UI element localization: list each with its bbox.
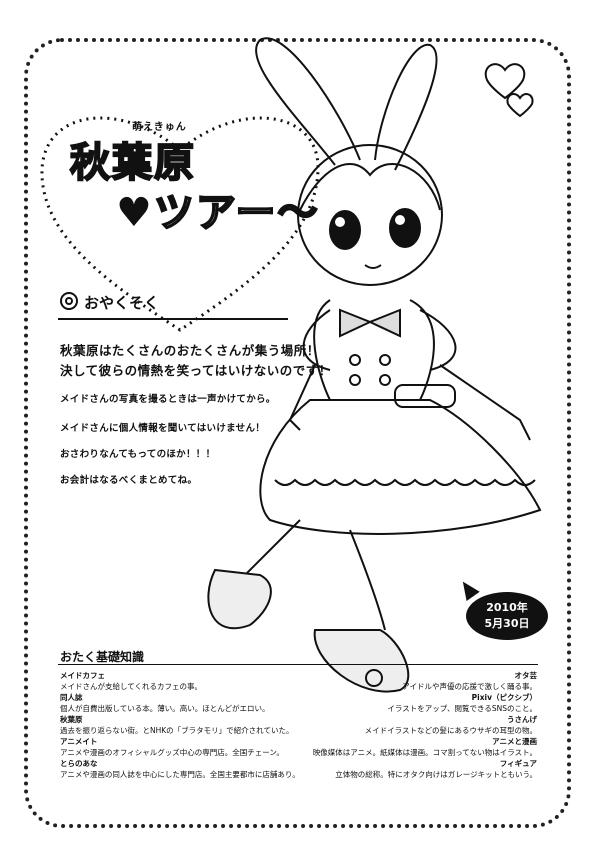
glossary-term: 同人誌 [60,693,83,702]
glossary-desc: メイドイラストなどの髪にあるウサギの耳型の物。 [364,726,537,735]
small-heart-icon [484,63,526,100]
skirt [259,399,542,535]
promise-line: メイドさんの写真を撮るときは一声かけてから。 [60,394,276,405]
glossary-term: アニメイト [60,737,98,746]
spiral-icon [60,292,78,310]
eye-right [389,208,421,248]
glossary-term: Pixiv（ピクシブ） [471,693,537,702]
glossary-item: Pixiv（ピクシブ） イラストをアップ、閲覧できるSNSのこと。 [387,692,537,714]
promise-heading: おやくそく [60,292,159,313]
promise-line: メイドさんに個人情報を聞いてはいけません！ [60,423,266,434]
sleeve-right [419,309,457,371]
date-badge: 2010年 5月30日 [466,592,548,640]
hair-fringe [299,163,441,211]
glossary-desc: メイドさんが支給してくれるカフェの事。 [60,682,203,691]
mouth [364,264,382,269]
glossary-item: うさんげ メイドイラストなどの髪にあるウサギの耳型の物。 [365,714,537,736]
glossary-desc: 個人が自費出版している本。薄い。高い。ほとんどがエロい。 [60,704,270,713]
arm-right [439,364,531,441]
glossary-item: オタ芸 アイドルや声優の応援で激しく踊る事。 [402,670,537,692]
sneaker-left [207,568,272,630]
date-year: 2010年 [486,601,528,614]
title-line1: 秋葉原 [69,139,196,187]
glossary-desc: 映像媒体はアニメ。紙媒体は漫画。コマ割ってない物はイラスト。 [312,748,537,757]
glossary-item: フィギュア 立体物の総称。特にオタク向けはガレージキットともいう。 [335,758,537,780]
glossary-desc: イラストをアップ、閲覧できるSNSのこと。 [387,704,537,713]
glossary-item: アニメイト アニメや漫画のオフィシャルグッズ中心の専門店。全国チェーン。 [60,736,284,758]
glossary-item: 秋葉原 過去を振り返らない街。とNHKの「ブラタモリ」で紹介されていた。 [60,714,293,736]
heart-icon: ♥ [116,190,154,236]
glossary-term: とらのあな [60,759,98,768]
leg-left [239,519,301,581]
promise-line: おさわりなんてもってのほか！！！ [60,449,216,460]
promise-line: 決して彼らの情熱を笑ってはいけないのです！ [60,363,332,378]
promise-rule [58,318,288,320]
ruffle-line [274,478,536,486]
bow-tie [339,308,401,338]
leg-right [349,529,386,631]
belt [394,384,456,408]
glossary-item: とらのあな アニメや漫画の同人誌を中心にした専門店。全国主要都市に店舗あり。 [60,758,300,780]
promise-line: お会計はなるべくまとめてね。 [60,475,198,486]
glossary-term: フィギュア [499,759,537,768]
glossary-heading: おたく基礎知識 [60,650,145,664]
glossary-rule [58,664,538,665]
glossary-term: うさんげ [507,715,537,724]
promise-line: 秋葉原はたくさんのおたくさんが集う場所！ [60,343,320,358]
promise-heading-text: おやくそく [84,294,160,312]
head [297,144,443,286]
glossary-term: メイドカフェ [60,671,105,680]
small-heart-icon-2 [506,93,534,118]
bunny-ear-left [255,37,361,166]
glossary-item: アニメと漫画 映像媒体はアニメ。紙媒体は漫画。コマ割ってない物はイラスト。 [313,736,537,758]
title-line2-text: ツアー〜 [153,189,320,237]
glossary-desc: 立体物の総称。特にオタク向けはガレージキットともいう。 [335,770,537,779]
glossary-term: 秋葉原 [60,715,83,724]
eye-left [329,210,361,250]
glossary-desc: アニメや漫画の同人誌を中心にした専門店。全国主要都市に店舗あり。 [60,770,300,779]
dotted-frame [24,38,571,828]
date-day: 5月30日 [484,617,530,630]
glossary-desc: 過去を振り返らない街。とNHKの「ブラタモリ」で紹介されていた。 [60,726,294,735]
glossary-item: メイドカフェ メイドさんが支給してくれるカフェの事。 [60,670,202,692]
sleeve-left [302,309,331,371]
bunny-ear-right [374,43,438,171]
glossary-desc: アニメや漫画のオフィシャルグッズ中心の専門店。全国チェーン。 [60,748,284,757]
title-line2: ♥ツアー〜 [116,180,319,238]
glossary-desc: アイドルや声優の応援で激しく踊る事。 [402,682,537,691]
glossary-term: アニメと漫画 [492,737,537,746]
glossary-item: 同人誌 個人が自費出版している本。薄い。高い。ほとんどがエロい。 [60,692,270,714]
title-ruby: 萌えきゅん [132,122,187,133]
glossary-term: オタ芸 [514,671,538,680]
sneaker-right [313,629,410,693]
